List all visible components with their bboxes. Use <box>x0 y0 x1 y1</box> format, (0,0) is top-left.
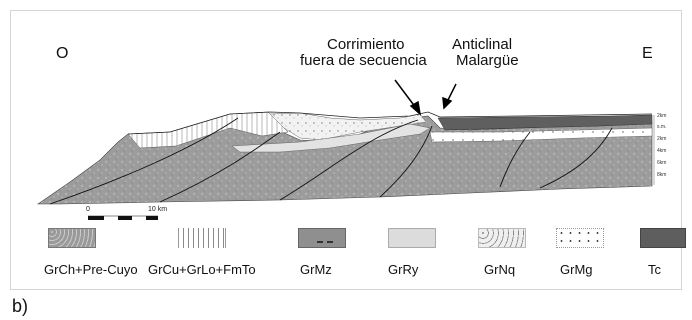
scale-start-label: 0 <box>86 206 90 213</box>
thrust-faults <box>49 117 613 205</box>
scale-bar <box>88 215 158 220</box>
thrust-annotation-line2: fuera de secuencia <box>300 52 427 69</box>
legend-swatch-grry <box>388 228 436 248</box>
legend-swatch-tc <box>640 228 686 248</box>
scale-end-label: 10 km <box>148 206 168 213</box>
anticline-annotation-line1: Anticlinal <box>452 36 513 53</box>
legend-swatch-grcu <box>178 228 226 248</box>
light-strata <box>269 112 427 141</box>
legend-swatch-grmz <box>298 228 346 248</box>
anticline-annotation-line2: Malargüe <box>456 52 519 69</box>
depth-tick-label: 8km <box>657 172 667 178</box>
depth-tick-label: 2km <box>657 136 667 142</box>
figure-caption: b) <box>12 296 29 316</box>
legend-label: GrCu+GrLo+FmTo <box>148 262 256 277</box>
east-label: E <box>642 45 653 62</box>
east-light-band <box>429 127 653 143</box>
topography <box>127 111 653 135</box>
depth-tick-label: s.m. <box>657 124 667 130</box>
thrust-annotation-line1: Corrimiento <box>327 36 405 53</box>
legend-label: Tc <box>648 262 661 277</box>
west-label: O <box>56 45 69 62</box>
legend-label: GrRy <box>388 262 419 277</box>
depth-tick-label: 6km <box>657 160 667 166</box>
legend-label: GrNq <box>484 262 516 277</box>
legend-label: GrMg <box>560 262 593 277</box>
legend-swatch-grch <box>48 228 96 248</box>
legend-label: GrCh+Pre-Cuyo <box>44 262 138 277</box>
figure-frame <box>10 10 682 290</box>
legend-label: GrMz <box>300 262 332 277</box>
annotation-arrows <box>394 79 457 116</box>
legend-swatch-grnq <box>478 228 526 248</box>
legend-swatch-grmg <box>556 228 604 248</box>
thin-grey-strata <box>231 123 431 153</box>
tc-unit <box>437 114 653 131</box>
depth-tick-label: 2km <box>657 113 667 119</box>
depth-tick-label: 4km <box>657 148 667 154</box>
